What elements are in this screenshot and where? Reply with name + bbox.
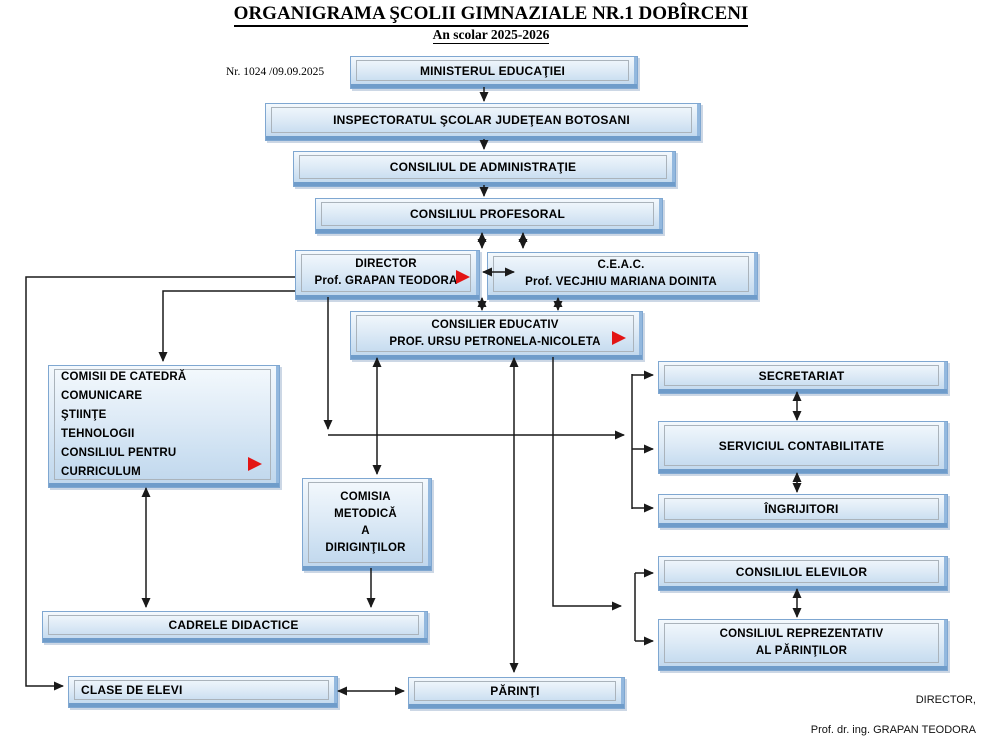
org-box-consiliul-parintilor: CONSILIUL REPREZENTATIV AL PĂRINŢILOR (658, 619, 948, 671)
org-box-label: MINISTERUL EDUCAŢIEI (356, 60, 629, 81)
org-box-label: DIRECTOR Prof. GRAPAN TEODORA (301, 254, 471, 292)
org-box-label: PĂRINŢI (414, 681, 616, 701)
edge-consilier-elevilor-bracket (552, 357, 622, 611)
org-box-cadrele-didactice: CADRELE DIDACTICE (42, 611, 428, 643)
org-box-label: CONSILIUL REPREZENTATIV AL PĂRINŢILOR (664, 623, 939, 663)
org-box-label: CONSILIUL ELEVILOR (664, 560, 939, 583)
org-box-label: CONSILIUL DE ADMINISTRAŢIE (299, 155, 667, 179)
red-arrow-icon (456, 270, 470, 284)
org-box-label: SECRETARIAT (664, 365, 939, 386)
edge-director-comisii (158, 290, 295, 362)
org-box-director: DIRECTOR Prof. GRAPAN TEODORA (295, 250, 480, 300)
org-box-ministerul: MINISTERUL EDUCAŢIEI (350, 56, 638, 89)
org-box-consiliul-profesoral: CONSILIUL PROFESORAL (315, 198, 663, 234)
org-box-label: CLASE DE ELEVI (74, 680, 329, 700)
page-subtitle: An scolar 2025-2026 (432, 27, 550, 44)
org-box-comisii-de-catedra: COMISII DE CATEDRĂ COMUNICARE ŞTIINŢE TE… (48, 365, 280, 488)
org-box-label: ÎNGRIJITORI (664, 498, 939, 520)
signature-name: Prof. dr. ing. GRAPAN TEODORA (810, 724, 976, 736)
signature-role: DIRECTOR, (915, 694, 976, 706)
org-box-clase-de-elevi: CLASE DE ELEVI (68, 676, 338, 708)
org-box-label: C.E.A.C. Prof. VECJHIU MARIANA DOINITA (493, 256, 749, 292)
org-box-label: COMISIA METODICĂ A DIRIGINŢILOR (308, 482, 423, 563)
org-box-label: CADRELE DIDACTICE (48, 615, 419, 635)
org-box-label: CONSILIUL PROFESORAL (321, 202, 654, 226)
org-box-ingrijitori: ÎNGRIJITORI (658, 494, 948, 528)
org-box-consilier-educativ: CONSILIER EDUCATIV PROF. URSU PETRONELA-… (350, 311, 643, 360)
org-box-label: CONSILIER EDUCATIV PROF. URSU PETRONELA-… (356, 315, 634, 352)
org-box-label: COMISII DE CATEDRĂ COMUNICARE ŞTIINŢE TE… (54, 369, 271, 480)
red-arrow-icon (612, 331, 626, 345)
org-box-consiliul-elevilor: CONSILIUL ELEVILOR (658, 556, 948, 591)
org-box-label: INSPECTORATUL ŞCOLAR JUDEŢEAN BOTOSANI (271, 107, 692, 133)
document-number: Nr. 1024 /09.09.2025 (226, 66, 325, 78)
org-box-label: SERVICIUL CONTABILITATE (664, 425, 939, 466)
org-box-secretariat: SECRETARIAT (658, 361, 948, 394)
org-box-parinti: PĂRINŢI (408, 677, 625, 709)
org-box-ceac: C.E.A.C. Prof. VECJHIU MARIANA DOINITA (487, 252, 758, 300)
page-title: ORGANIGRAMA ŞCOLII GIMNAZIALE NR.1 DOBÎR… (0, 3, 982, 27)
org-box-comisia-metodica: COMISIA METODICĂ A DIRIGINŢILOR (302, 478, 432, 571)
org-box-consiliul-administratie: CONSILIUL DE ADMINISTRAŢIE (293, 151, 676, 187)
org-box-serviciul-contabilitate: SERVICIUL CONTABILITATE (658, 421, 948, 474)
red-arrow-icon (248, 457, 262, 471)
org-box-inspectoratul: INSPECTORATUL ŞCOLAR JUDEŢEAN BOTOSANI (265, 103, 701, 141)
signature-block: DIRECTOR, Prof. dr. ing. GRAPAN TEODORA (656, 694, 976, 736)
